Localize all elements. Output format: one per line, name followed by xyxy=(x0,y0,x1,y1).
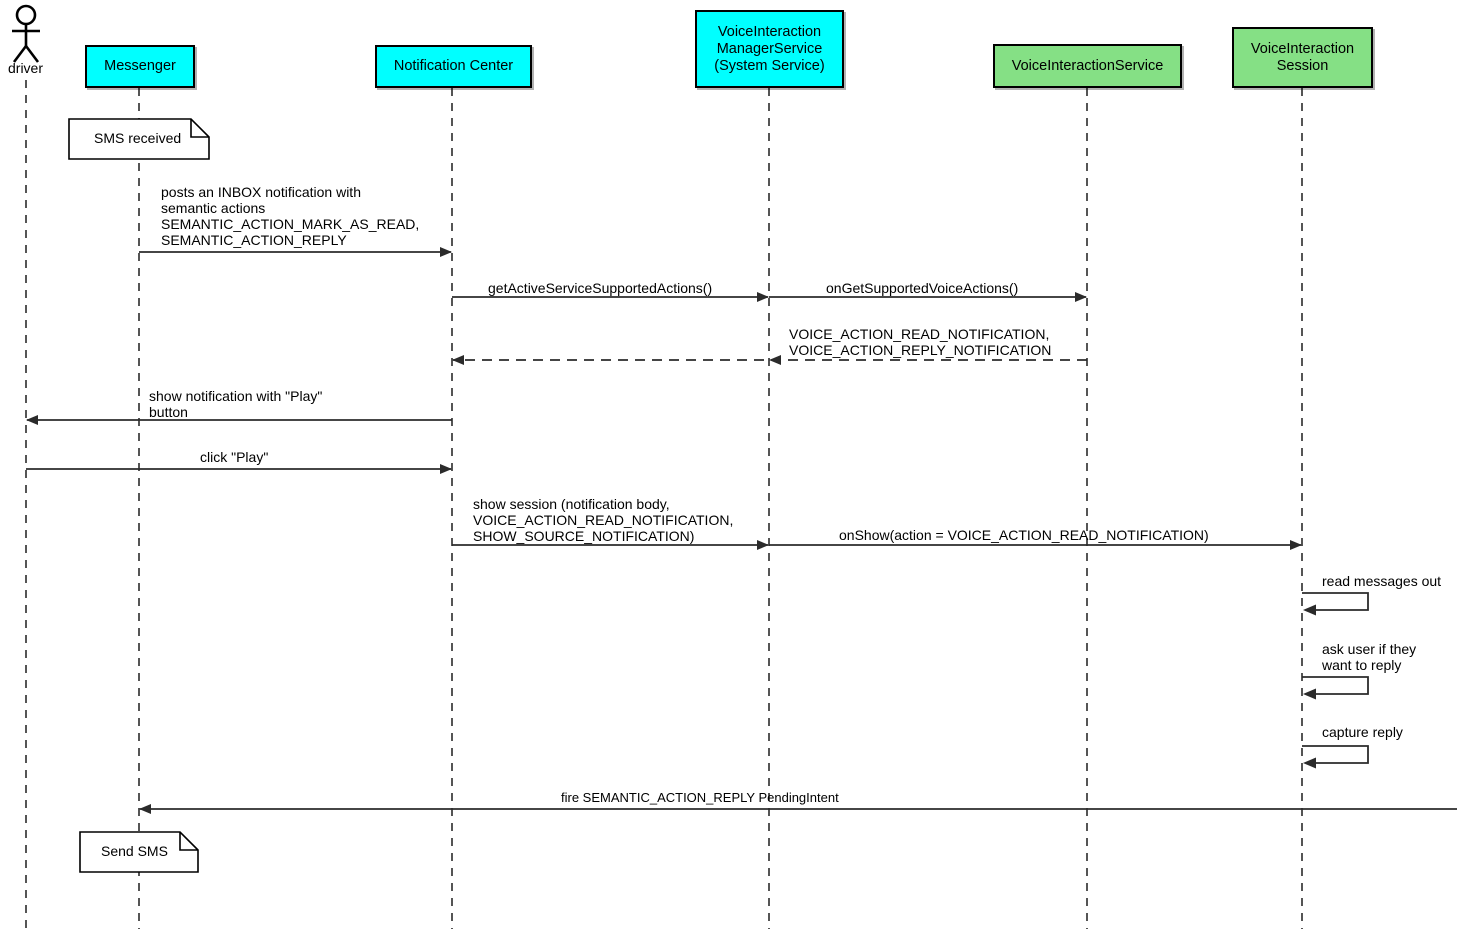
note-send-sms-fold-icon xyxy=(179,832,198,851)
lifelines-group xyxy=(25,80,1303,929)
msg-return-supported-voice-actions-intermediate-arrowhead xyxy=(769,355,781,365)
note-sms-received-shape xyxy=(68,118,210,160)
participant-label: VoiceInteractionService xyxy=(1011,57,1164,74)
note-text-sms-received: SMS received xyxy=(94,130,182,146)
self-read-messages-out-arrowhead xyxy=(1303,604,1316,616)
notes-group xyxy=(68,118,210,873)
participant-label: Notification Center xyxy=(393,58,514,74)
participant-header-messenger[interactable]: Messenger xyxy=(85,45,195,88)
actor-figures-group xyxy=(12,4,40,63)
self-ask-user-if-they-want-to-reply-arrowhead xyxy=(1303,688,1316,700)
participant-header-voice-interaction-session[interactable]: VoiceInteraction Session xyxy=(1232,27,1373,88)
participant-header-notification-center[interactable]: Notification Center xyxy=(375,45,532,88)
note-send-sms-shape xyxy=(79,831,199,873)
note-text-send-sms: Send SMS xyxy=(101,843,168,859)
actor-figure-driver xyxy=(12,4,40,63)
messages-group xyxy=(26,247,1457,814)
self-read-messages-out-loop xyxy=(1302,592,1369,611)
actor-head-icon xyxy=(15,4,37,26)
actor-right-leg-icon xyxy=(24,45,40,63)
self-messages-group xyxy=(1302,592,1369,769)
actor-label-driver: driver xyxy=(8,60,44,76)
participant-label: VoiceInteraction Session xyxy=(1250,40,1355,74)
participant-header-voice-interaction-service[interactable]: VoiceInteractionService xyxy=(993,44,1182,88)
participant-header-voice-interaction-manager-service[interactable]: VoiceInteraction ManagerService (System … xyxy=(695,10,844,88)
actor-left-leg-icon xyxy=(12,45,28,63)
self-capture-reply-loop xyxy=(1302,745,1369,764)
self-ask-user-if-they-want-to-reply-loop xyxy=(1302,676,1369,695)
note-sms-received-fold-icon xyxy=(190,119,209,138)
participant-label: VoiceInteraction ManagerService (System … xyxy=(714,23,825,74)
participant-label: Messenger xyxy=(104,58,176,74)
self-capture-reply-arrowhead xyxy=(1303,757,1316,769)
